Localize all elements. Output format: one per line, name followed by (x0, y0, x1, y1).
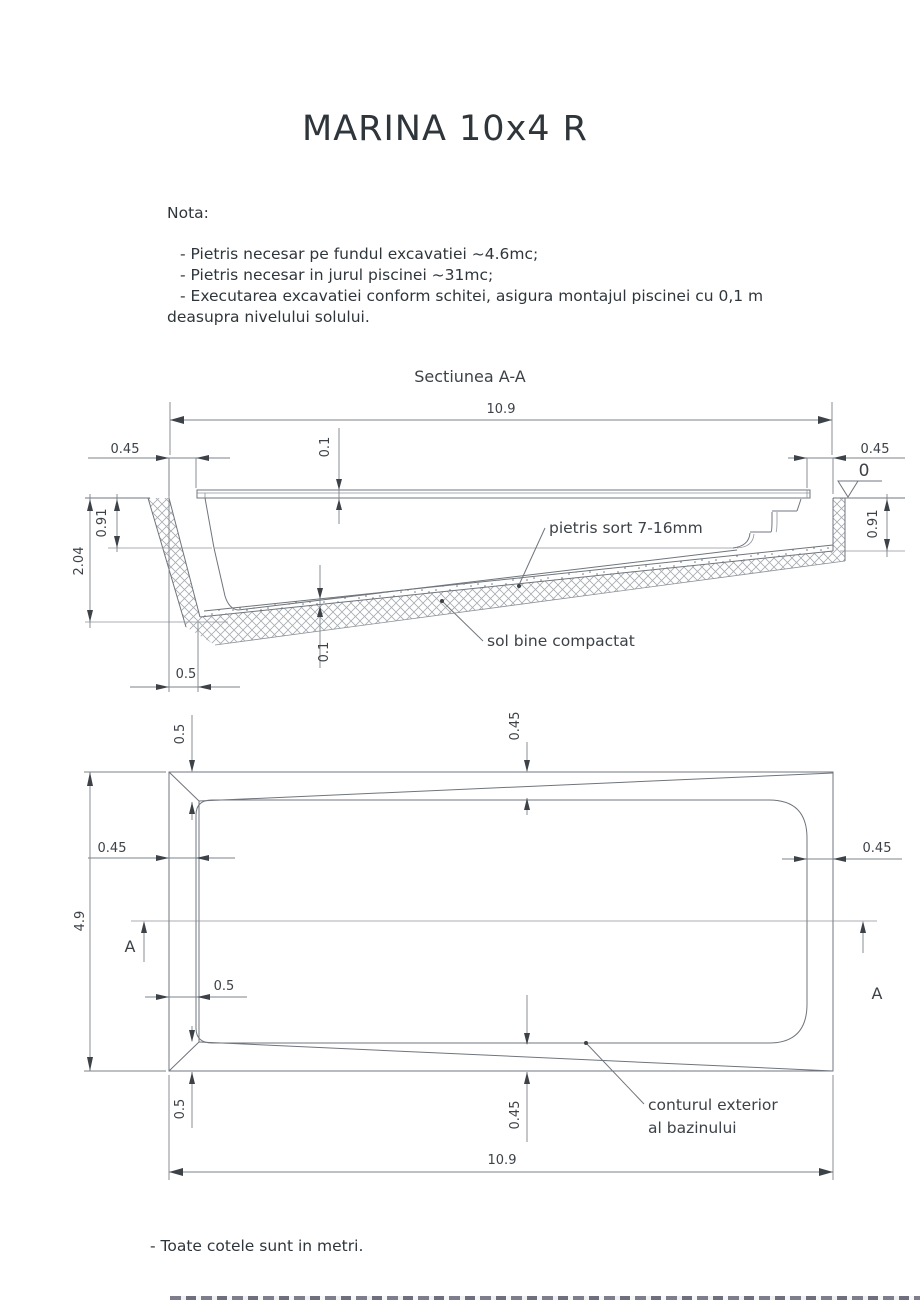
excavation-outline (168, 771, 834, 1072)
svg-text:0.5: 0.5 (173, 1099, 188, 1120)
svg-text:0.45: 0.45 (508, 712, 523, 741)
coping-plate (196, 489, 811, 499)
section-dim-gravel-layer: 0.1 (317, 565, 332, 668)
gravel-top-line (203, 544, 834, 612)
svg-text:0.91: 0.91 (866, 510, 881, 539)
section-dim-edge-left: 0.45 (88, 442, 230, 496)
section-dim-depth-right: 0.91 (840, 494, 905, 557)
section-dim-above-ground: 0.1 (318, 428, 342, 524)
level-zero-marker: 0 (837, 461, 882, 498)
svg-text:conturul exterior: conturul exterior (648, 1096, 778, 1114)
pool-contour-label: conturul exterior al bazinului (584, 1041, 778, 1137)
svg-text:0.1: 0.1 (318, 437, 333, 458)
plan-dim-edge-right: 0.45 (782, 841, 902, 862)
svg-text:0.5: 0.5 (214, 979, 235, 994)
section-dim-edge-right: 0.45 (788, 442, 905, 494)
notes-heading: Nota: (167, 204, 209, 222)
section-dim-bottom-offset: 0.5 (130, 458, 240, 692)
svg-text:4.9: 4.9 (73, 911, 88, 932)
svg-text:0.1: 0.1 (317, 642, 332, 663)
plan-dim-slope-top-middle: 0.45 (508, 712, 530, 815)
plan-dim-slope-bottom-middle: 0.45 (508, 995, 530, 1142)
note-line-excavation: - Executarea excavatiei conform schitei,… (180, 287, 764, 305)
svg-text:pietris sort 7-16mm: pietris sort 7-16mm (549, 519, 703, 537)
svg-text:2.04: 2.04 (72, 547, 87, 576)
plan-dim-slope-top-left: 0.5 (173, 715, 195, 820)
section-title: Sectiunea A-A (414, 367, 526, 386)
svg-text:0.5: 0.5 (176, 667, 197, 682)
plan-dim-width: 4.9 (73, 771, 166, 1072)
svg-text:0.45: 0.45 (98, 841, 127, 856)
plan-dim-edge-left: 0.45 (88, 841, 235, 861)
svg-text:10.9: 10.9 (488, 1153, 517, 1168)
section-view: Sectiunea A-A (72, 367, 905, 692)
gravel-layer (200, 545, 833, 617)
note-line-excavation-cont: deasupra nivelului solului. (167, 308, 370, 326)
soil-label: sol bine compactat (440, 599, 635, 650)
section-marker-left: A (125, 921, 147, 962)
svg-text:0.45: 0.45 (111, 442, 140, 457)
svg-text:10.9: 10.9 (487, 402, 516, 417)
soil-hatch-band (148, 498, 845, 645)
svg-text:0.45: 0.45 (508, 1101, 523, 1130)
svg-text:sol bine compactat: sol bine compactat (487, 632, 635, 650)
section-dim-depth-total: 2.04 (72, 494, 228, 628)
level-zero-text: 0 (859, 461, 870, 481)
plan-view: A A 4.9 10.9 (73, 712, 902, 1180)
plan-dim-slope-inner-left: 0.5 (145, 979, 247, 1000)
svg-text:A: A (125, 937, 136, 956)
svg-text:al bazinului: al bazinului (648, 1119, 737, 1137)
pool-contour (195, 799, 808, 1044)
plan-dim-slope-bottom-left: 0.5 (173, 1026, 195, 1128)
note-line-gravel-bottom: - Pietris necesar pe fundul excavatiei ~… (180, 245, 539, 263)
gravel-label: pietris sort 7-16mm (517, 519, 703, 588)
note-line-gravel-around: - Pietris necesar in jurul piscinei ~31m… (180, 266, 494, 284)
svg-text:0.5: 0.5 (173, 724, 188, 745)
plan-dim-length: 10.9 (168, 1075, 834, 1180)
svg-text:0.45: 0.45 (861, 442, 890, 457)
units-note: - Toate cotele sunt in metri. (150, 1237, 364, 1255)
svg-text:0.45: 0.45 (863, 841, 892, 856)
pool-section-shell (196, 489, 811, 611)
pool-bottom-exterior (237, 549, 738, 611)
section-marker-right: A (860, 921, 883, 1003)
section-dim-length: 10.9 (169, 402, 833, 455)
soil-edge-left-outer (147, 497, 187, 628)
pool-left-wall (204, 497, 239, 611)
section-dim-depth-left: 0.91 (95, 494, 212, 552)
svg-text:0.91: 0.91 (95, 509, 110, 538)
page-title: MARINA 10x4 R (302, 109, 588, 149)
pool-steps (732, 498, 802, 549)
page-edge-strip (170, 1296, 920, 1300)
svg-text:A: A (872, 984, 883, 1003)
excavation-bottom-contour (168, 771, 834, 1072)
soil-edge-left-inner (168, 497, 201, 618)
